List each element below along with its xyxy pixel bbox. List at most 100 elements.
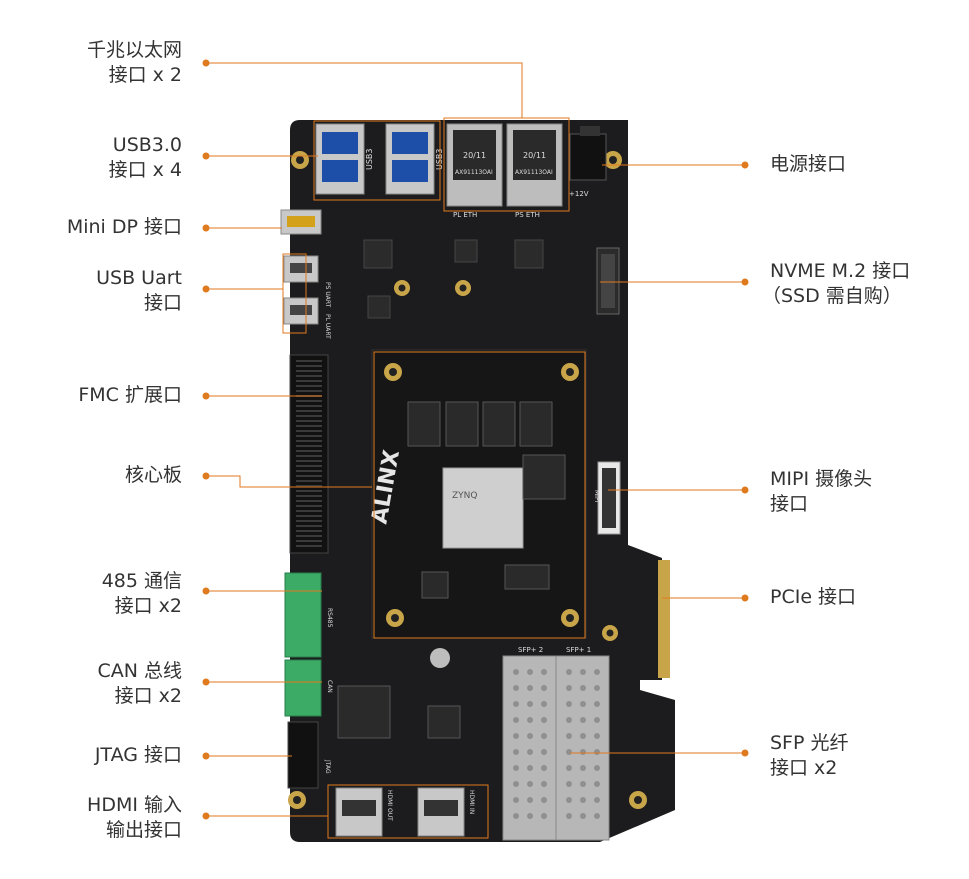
fmc-pin-row	[296, 410, 322, 412]
sfp-vent-hole	[527, 765, 533, 771]
label-nvme: NVME M.2 接口 （SSD 需自购）	[762, 259, 911, 309]
sfp-vent-hole	[566, 813, 572, 819]
sfp-vent-hole	[594, 733, 600, 739]
fmc-pin-row	[296, 520, 322, 522]
fmc-pin-row	[296, 420, 322, 422]
chip-text: ZYNQ	[452, 491, 477, 501]
sfp-vent-hole	[513, 781, 519, 787]
fmc-pin-row	[296, 500, 322, 502]
minidp-port	[280, 209, 322, 235]
fmc-pin-row	[296, 425, 322, 427]
fmc-pin-row	[296, 390, 322, 392]
sfp-vent-hole	[527, 685, 533, 691]
sfp-vent-hole	[566, 685, 572, 691]
sfp-vent-hole	[566, 781, 572, 787]
fmc-pin-row	[296, 490, 322, 492]
sfp-vent-hole	[513, 669, 519, 675]
terminal-blocks: RS485 CAN	[284, 572, 333, 717]
label-sfp-line2: 接口 x2	[770, 757, 838, 779]
sfp-vent-hole	[527, 701, 533, 707]
label-fmc: FMC 扩展口	[78, 383, 182, 408]
label-ethernet-line1: 千兆以太网	[86, 39, 182, 61]
fmc-pin-row	[296, 370, 322, 372]
fmc-pin-row	[296, 480, 322, 482]
fmc-pin-row	[296, 465, 322, 467]
sfp-vent-hole	[566, 701, 572, 707]
usb-uart-ports: PS UART PL UART	[283, 255, 331, 339]
phy-left-text: AX91113OAI	[455, 169, 493, 176]
label-can: CAN 总线 接口 x2	[97, 659, 182, 709]
fmc-pin-row	[296, 495, 322, 497]
hdmi-area: HDMI OUT HDMI IN	[335, 648, 475, 837]
sfp-vent-hole	[594, 813, 600, 819]
sfp-vent-hole	[527, 813, 533, 819]
top-chips	[363, 239, 544, 319]
label-usb3-line1: USB3.0	[112, 134, 182, 156]
sfp-vent-hole	[527, 797, 533, 803]
fmc-pin-row	[296, 545, 322, 547]
label-can-line1: CAN 总线	[97, 660, 182, 682]
fmc-pin-row	[296, 510, 322, 512]
label-ethernet: 千兆以太网 接口 x 2	[87, 38, 182, 88]
fmc-pin-row	[296, 435, 322, 437]
sfp-vent-hole	[513, 733, 519, 739]
sfp-vent-hole	[541, 733, 547, 739]
sfp-vent-hole	[566, 717, 572, 723]
sfp-vent-hole	[580, 717, 586, 723]
sfp-vent-hole	[513, 701, 519, 707]
label-nvme-line1: NVME M.2 接口	[770, 260, 911, 282]
label-hdmi: HDMI 输入 输出接口	[87, 793, 182, 843]
sfp-vent-hole	[580, 733, 586, 739]
label-usb3-line2: 接口 x 4	[108, 159, 182, 181]
label-ethernet-line2: 接口 x 2	[108, 64, 182, 86]
sfp1-silk: SFP+ 1	[566, 646, 591, 654]
label-usb3: USB3.0 接口 x 4	[109, 133, 182, 183]
fmc-pin-row	[296, 385, 322, 387]
fmc-pin-row	[296, 400, 322, 402]
sfp2-silk: SFP+ 2	[518, 646, 543, 654]
fmc-pin-row	[296, 535, 322, 537]
label-core-line1: 核心板	[124, 464, 182, 486]
fmc-pin-row	[296, 365, 322, 367]
fmc-pin-row	[296, 530, 322, 532]
sfp-vent-hole	[580, 669, 586, 675]
sfp-vent-hole	[580, 781, 586, 787]
mipi-connector: MIPI	[593, 461, 621, 535]
sfp-vent-hole	[580, 685, 586, 691]
sfp-vent-hole	[566, 669, 572, 675]
fmc-pin-row	[296, 360, 322, 362]
sfp-vent-hole	[541, 765, 547, 771]
sfp-vent-hole	[580, 797, 586, 803]
sfp-vent-hole	[541, 701, 547, 707]
jtag-silk: JTAG	[324, 759, 331, 774]
fmc-pin-row	[296, 380, 322, 382]
fmc-pin-row	[296, 430, 322, 432]
sfp-vent-hole	[541, 717, 547, 723]
usb3-ports: USB3 USB3	[315, 123, 444, 195]
leader-lines	[207, 62, 744, 817]
label-core: 核心板	[125, 463, 182, 488]
rs485-silk: RS485	[326, 608, 333, 628]
fmc-pin-row	[296, 405, 322, 407]
sfp-vent-hole	[527, 781, 533, 787]
fmc-pin-row	[296, 540, 322, 542]
label-rs485-line2: 接口 x2	[114, 595, 182, 617]
label-power-line1: 电源接口	[770, 153, 847, 175]
sfp-vent-hole	[541, 781, 547, 787]
label-minidp-line1: Mini DP 接口	[66, 216, 182, 238]
ethernet-ports: 20/11 AX91113OAI 20/11 AX91113OAI PL ETH…	[446, 123, 563, 219]
label-nvme-line2: （SSD 需自购）	[762, 285, 902, 307]
sfp-vent-hole	[513, 685, 519, 691]
fmc-pin-row	[296, 375, 322, 377]
fmc-pin-row	[296, 470, 322, 472]
label-fmc-line1: FMC 扩展口	[78, 384, 182, 406]
fmc-pin-row	[296, 455, 322, 457]
sfp-vent-hole	[566, 797, 572, 803]
fmc-pin-row	[296, 475, 322, 477]
sfp-vent-hole	[580, 813, 586, 819]
sfp-vent-hole	[513, 749, 519, 755]
eth-right-silk: PS ETH	[515, 211, 540, 219]
eth-left-silk: PL ETH	[453, 211, 477, 219]
can-silk: CAN	[326, 680, 333, 693]
sfp-vent-hole	[594, 717, 600, 723]
